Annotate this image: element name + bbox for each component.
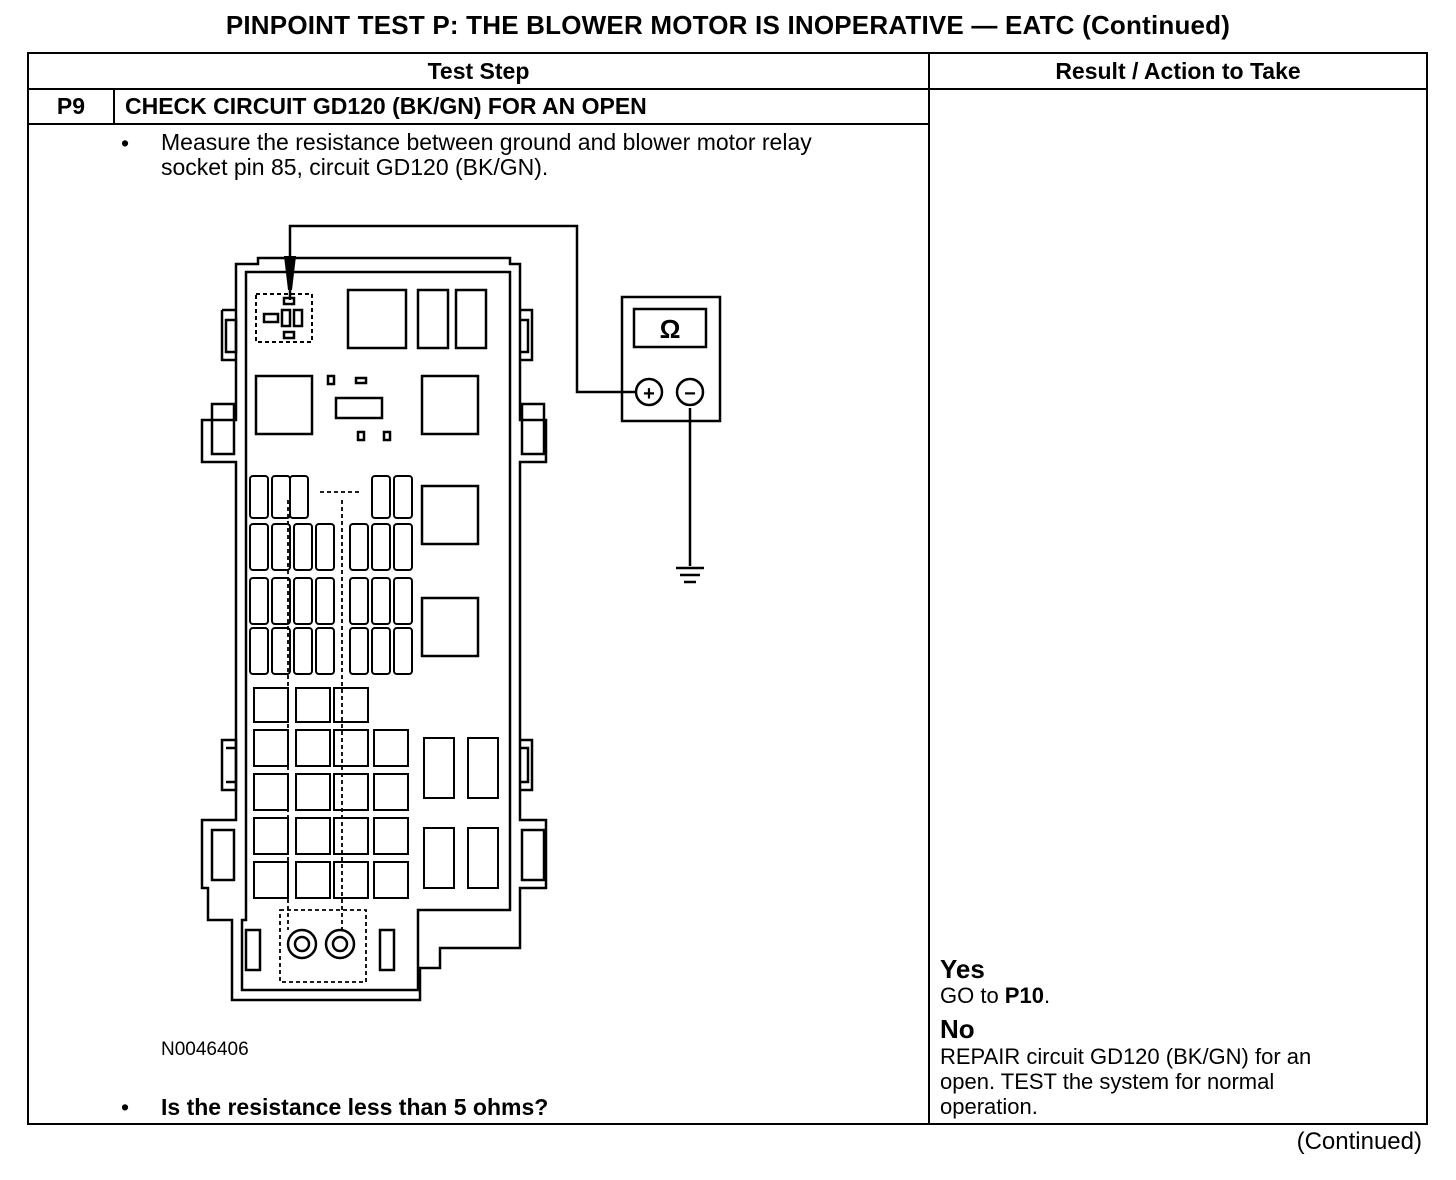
terminal-stud-1: [286, 928, 318, 960]
relay-socket-dashed: [255, 293, 313, 343]
maxi-fuse-grid: [253, 687, 499, 899]
relay-1: [346, 288, 408, 350]
latch-left-bottom: [210, 828, 236, 882]
question-text: Is the resistance less than 5 ohms?: [161, 1094, 549, 1120]
yes-pre: GO to: [940, 983, 1005, 1008]
clip-left-mid: [220, 738, 238, 792]
terminal-block: [279, 909, 367, 983]
no-line-3: operation.: [940, 1094, 1038, 1119]
fuse-box-inner: [240, 270, 512, 992]
step-title: CHECK CIRCUIT GD120 (BK/GN) FOR AN OPEN: [125, 93, 647, 119]
yes-label: Yes: [940, 954, 985, 984]
minus-sign: −: [684, 383, 696, 405]
no-line-1: REPAIR circuit GD120 (BK/GN) for an: [940, 1044, 1312, 1069]
probe-tip: [284, 256, 296, 290]
fuse-box-housing: [200, 256, 548, 1002]
header-divider: [29, 88, 1426, 90]
plus-sign: +: [643, 383, 655, 405]
latch-right-bottom: [520, 828, 546, 882]
positive-lead: [288, 224, 636, 394]
ohmmeter: [620, 295, 722, 423]
step-id: P9: [56, 93, 86, 119]
header-result: Result / Action to Take: [1055, 58, 1301, 84]
continued-note: (Continued): [1296, 1128, 1422, 1155]
mini-fuse-grid: [249, 475, 413, 675]
test-table: Test Step Result / Action to Take P9 CHE…: [27, 52, 1428, 1125]
ground-icon: [676, 566, 704, 584]
yes-action: GO to P10.: [940, 983, 1050, 1008]
relay-4: [254, 374, 314, 436]
relay-3: [454, 288, 488, 350]
step-id-divider: [113, 89, 115, 124]
no-action: REPAIR circuit GD120 (BK/GN) for an open…: [940, 1044, 1311, 1119]
clip-right-top: [520, 308, 534, 362]
relay-6: [420, 484, 480, 546]
yes-post: .: [1043, 983, 1051, 1008]
relay-2: [416, 288, 450, 350]
ohm-symbol: Ω: [660, 314, 681, 344]
positive-jack: [634, 377, 664, 407]
instruction-line-2: socket pin 85, circuit GD120 (BK/GN).: [161, 154, 549, 180]
meter-display: [632, 307, 708, 349]
negative-jack: [675, 377, 705, 407]
figure-id: N0046406: [161, 1039, 249, 1060]
relay-5: [420, 374, 480, 436]
column-divider: [928, 54, 930, 1123]
bullet-2: •: [121, 1094, 130, 1120]
terminal-stud-2: [324, 928, 356, 960]
diode: [334, 396, 384, 420]
clip-left-top: [220, 308, 238, 362]
no-line-2: open. TEST the system for normal: [940, 1069, 1275, 1094]
clip-right-mid: [520, 738, 534, 792]
page-title: PINPOINT TEST P: THE BLOWER MOTOR IS INO…: [225, 10, 1231, 40]
instruction-line-1: Measure the resistance between ground an…: [161, 129, 812, 155]
latch-left-top: [210, 402, 236, 456]
header-test-step: Test Step: [427, 58, 530, 84]
instruction-text: Measure the resistance between ground an…: [161, 130, 812, 180]
bullet-1: •: [121, 130, 130, 156]
latch-right-top: [520, 402, 546, 456]
yes-target: P10: [1004, 983, 1044, 1008]
step-title-divider: [29, 123, 928, 125]
relay-7: [420, 596, 480, 658]
no-label: No: [940, 1014, 975, 1044]
